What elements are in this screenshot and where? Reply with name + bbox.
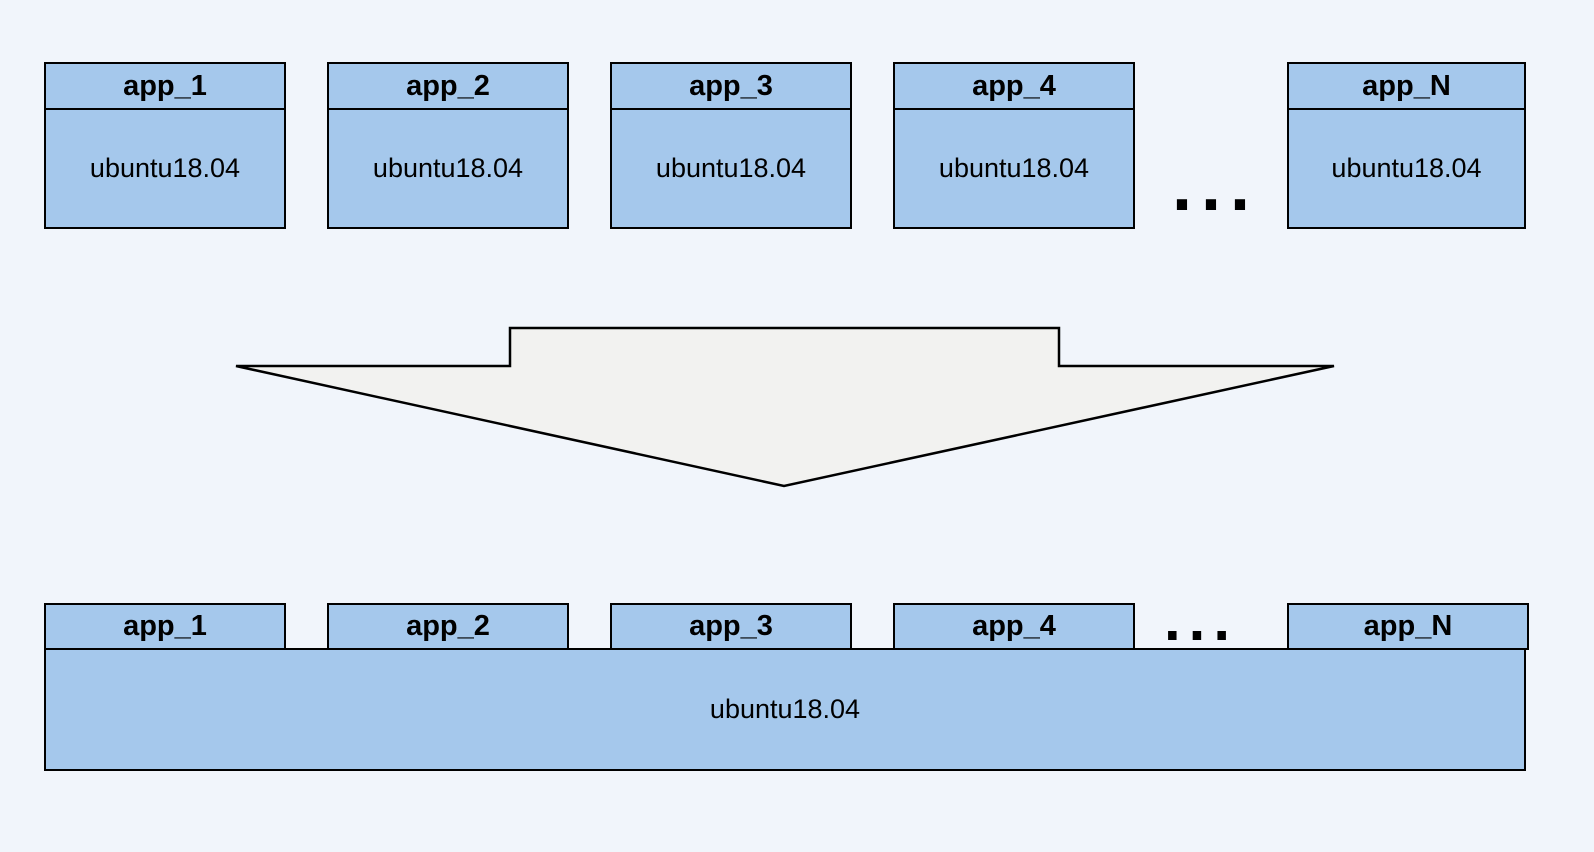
app-title: app_N [1289, 64, 1524, 110]
top-app-box-1: app_1 ubuntu18.04 [44, 62, 286, 229]
app-os-label: ubuntu18.04 [372, 153, 524, 183]
top-app-box-2: app_2 ubuntu18.04 [327, 62, 569, 229]
app-os-label: ubuntu18.04 [655, 153, 807, 183]
app-title: app_4 [895, 64, 1133, 110]
app-os-label: ubuntu18.04 [89, 153, 241, 183]
app-title: app_2 [329, 64, 567, 110]
app-title: app_3 [612, 64, 850, 110]
bottom-app-tab-n: app_N [1287, 603, 1529, 650]
bottom-app-tab-2: app_2 [327, 603, 569, 650]
bottom-app-tab-3: app_3 [610, 603, 852, 650]
top-app-box-4: app_4 ubuntu18.04 [893, 62, 1135, 229]
bottom-app-tab-1: app_1 [44, 603, 286, 650]
app-os-label: ubuntu18.04 [1331, 153, 1482, 183]
shared-os-base: ubuntu18.04 [44, 648, 1526, 771]
app-os-label: ubuntu18.04 [938, 153, 1090, 183]
top-app-box-3: app_3 ubuntu18.04 [610, 62, 852, 229]
top-app-box-n: app_N ubuntu18.04 [1287, 62, 1526, 229]
app-title: app_1 [46, 64, 284, 110]
bottom-app-tab-4: app_4 [893, 603, 1135, 650]
